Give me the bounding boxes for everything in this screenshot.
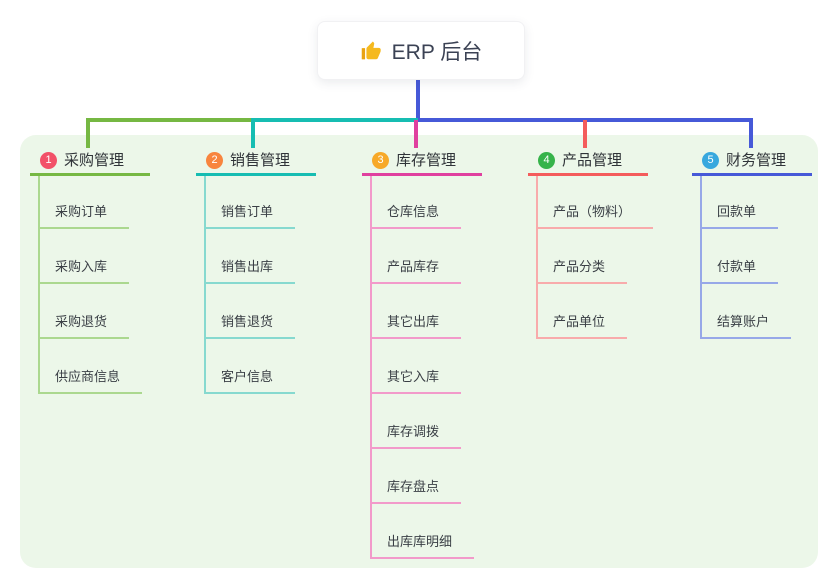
root-node[interactable]: ERP 后台: [317, 21, 525, 80]
branch-stem: [38, 176, 40, 394]
connector-drop-branch-5: [749, 118, 753, 148]
branch-stem: [370, 176, 372, 559]
connector-bus-teal: [253, 118, 418, 122]
branch-label: 财务管理: [726, 152, 787, 169]
badge-3: 3: [372, 152, 389, 169]
node-stock-transfer[interactable]: 库存调拨: [370, 423, 462, 449]
node-other-outbound[interactable]: 其它出库: [370, 313, 462, 339]
connector-drop-branch-3: [414, 120, 418, 148]
node-outbound-detail[interactable]: 出库库明细: [370, 533, 475, 559]
branch-finance: 5 财务管理 回款单 付款单 结算账户: [692, 148, 812, 339]
branch-label: 销售管理: [230, 152, 291, 169]
branch-stem: [536, 176, 538, 339]
node-stock-taking[interactable]: 库存盘点: [370, 478, 462, 504]
connector-drop-branch-2: [251, 118, 255, 148]
node-product-stock[interactable]: 产品库存: [370, 258, 462, 284]
branch-label: 产品管理: [562, 152, 623, 169]
branch-header-purchase[interactable]: 1 采购管理: [30, 148, 150, 176]
node-purchase-order[interactable]: 采购订单: [38, 203, 130, 229]
branch-header-finance[interactable]: 5 财务管理: [692, 148, 812, 176]
node-sales-outbound[interactable]: 销售出库: [204, 258, 296, 284]
branch-inventory: 3 库存管理 仓库信息 产品库存 其它出库 其它入库 库存调拨 库存盘点 出库库…: [362, 148, 482, 559]
node-product-unit[interactable]: 产品单位: [536, 313, 628, 339]
branch-purchase: 1 采购管理 采购订单 采购入库 采购退货 供应商信息: [30, 148, 150, 394]
connector-drop-branch-4: [583, 120, 587, 148]
branch-header-inventory[interactable]: 3 库存管理: [362, 148, 482, 176]
thumbs-up-icon: [360, 40, 382, 62]
node-customer-info[interactable]: 客户信息: [204, 368, 296, 394]
background-panel: [20, 135, 818, 568]
node-warehouse-info[interactable]: 仓库信息: [370, 203, 462, 229]
branch-label: 采购管理: [64, 152, 125, 169]
branch-label: 库存管理: [396, 152, 457, 169]
branch-sales: 2 销售管理 销售订单 销售出库 销售退货 客户信息: [196, 148, 316, 394]
node-product-category[interactable]: 产品分类: [536, 258, 628, 284]
badge-2: 2: [206, 152, 223, 169]
root-title: ERP 后台: [391, 40, 483, 64]
root-connector-line: [416, 78, 420, 122]
branch-stem: [204, 176, 206, 394]
node-receipt-bill[interactable]: 回款单: [700, 203, 779, 229]
branch-product: 4 产品管理 产品（物料） 产品分类 产品单位: [528, 148, 654, 339]
branch-header-sales[interactable]: 2 销售管理: [196, 148, 316, 176]
branch-header-product[interactable]: 4 产品管理: [528, 148, 648, 176]
branch-stem: [700, 176, 702, 339]
badge-5: 5: [702, 152, 719, 169]
node-other-inbound[interactable]: 其它入库: [370, 368, 462, 394]
node-settlement-account[interactable]: 结算账户: [700, 313, 792, 339]
node-product-material[interactable]: 产品（物料）: [536, 203, 654, 229]
node-purchase-return[interactable]: 采购退货: [38, 313, 130, 339]
node-purchase-inbound[interactable]: 采购入库: [38, 258, 130, 284]
node-sales-return[interactable]: 销售退货: [204, 313, 296, 339]
badge-4: 4: [538, 152, 555, 169]
node-supplier-info[interactable]: 供应商信息: [38, 368, 143, 394]
node-sales-order[interactable]: 销售订单: [204, 203, 296, 229]
connector-drop-branch-1: [86, 118, 90, 148]
badge-1: 1: [40, 152, 57, 169]
node-payment-bill[interactable]: 付款单: [700, 258, 779, 284]
connector-bus-green: [86, 118, 253, 122]
